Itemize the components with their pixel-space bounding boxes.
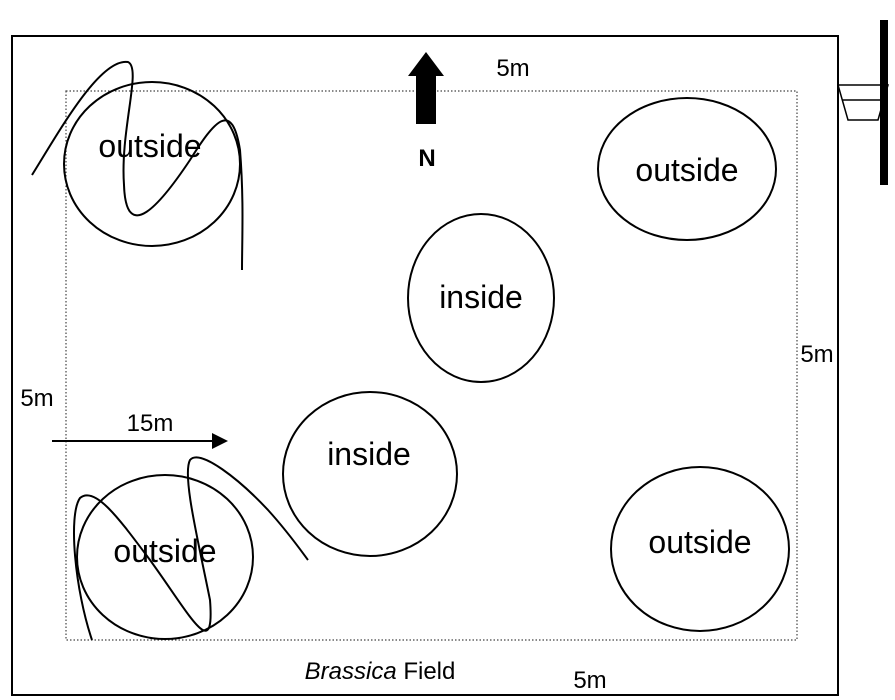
- plot-circle: [610, 466, 790, 632]
- dimension-bottom: 5m: [573, 667, 606, 694]
- plot-circle: [407, 213, 555, 383]
- bucket-icon: [837, 84, 889, 121]
- plot-label: inside: [439, 279, 523, 315]
- plot-bottom-left: outside: [76, 474, 254, 640]
- plot-label: outside: [635, 152, 738, 188]
- plot-bottom-right: outside: [610, 466, 790, 632]
- edge-bar: [880, 20, 888, 185]
- field-outer-border: [11, 35, 839, 696]
- plot-center-upper: inside: [407, 213, 555, 383]
- dimension-top: 5m: [496, 55, 529, 82]
- distance-label: 15m: [127, 410, 174, 437]
- scribble-bottom-left: [73, 456, 309, 641]
- field-caption-rest: Field: [397, 658, 456, 685]
- plot-label: outside: [113, 533, 216, 569]
- scribble-top-left: [31, 60, 244, 271]
- dimension-right: 5m: [800, 341, 833, 368]
- dimension-left: 5m: [20, 385, 53, 412]
- plot-circle: [282, 391, 458, 557]
- plot-center-lower: inside: [282, 391, 458, 557]
- field-caption: Brassica Field: [305, 658, 456, 685]
- plot-label: inside: [327, 436, 411, 472]
- plot-top-left: outside: [63, 81, 241, 247]
- field-caption-italic: Brassica: [305, 658, 397, 685]
- north-arrow-icon: [408, 52, 444, 124]
- plot-circle: [597, 97, 777, 241]
- plot-label: outside: [648, 524, 751, 560]
- plot-circle: [76, 474, 254, 640]
- distance-arrow-head: [212, 433, 228, 449]
- north-label: N: [418, 145, 435, 172]
- plot-top-right: outside: [597, 97, 777, 241]
- plot-circle: [63, 81, 241, 247]
- plot-label: outside: [98, 128, 201, 164]
